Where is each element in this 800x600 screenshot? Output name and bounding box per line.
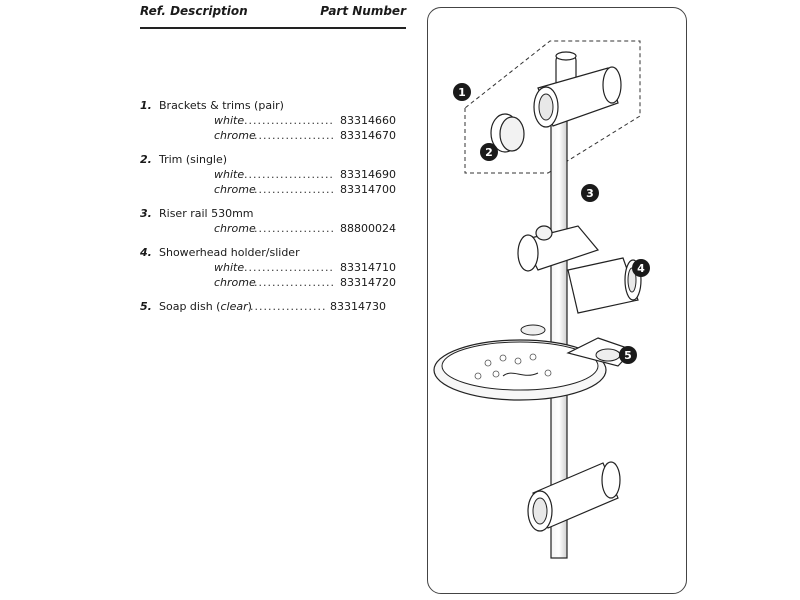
leader-dots: .......................... [254, 276, 334, 289]
part-number: 88800024 [340, 222, 396, 235]
part-number: 83314660 [340, 114, 396, 127]
part-ref: 3. [140, 207, 152, 220]
part-description: Soap dish (clear) [159, 300, 252, 313]
riser-rail-lower [550, 382, 568, 559]
callout-2-label: 2 [485, 146, 493, 159]
ref-description-heading: Ref. Description [140, 4, 248, 18]
part-ref: 5. [140, 300, 152, 313]
part-description: Riser rail 530mm [159, 207, 254, 220]
part-ref: 1. [140, 99, 152, 112]
leader-dots: ............................ [244, 114, 334, 127]
variant-name: white [214, 114, 245, 127]
bottom-bracket [527, 461, 621, 532]
variant-name: chrome [214, 129, 256, 142]
variant-name: chrome [214, 222, 256, 235]
part-description: Showerhead holder/slider [159, 246, 300, 259]
exploded-diagram-panel: 1 2 3 4 5 [427, 7, 687, 594]
soap-dish [433, 324, 635, 401]
header-divider [140, 27, 406, 29]
trim-cap [490, 113, 525, 153]
parts-list: 1. Brackets & trims (pair) white .......… [140, 98, 406, 323]
callout-4: 4 [632, 259, 650, 277]
part-item-5: 5. Soap dish (clear) ...................… [140, 299, 406, 314]
leader-dots: ............................ [244, 168, 334, 181]
top-bracket [533, 51, 622, 128]
part-number: 83314710 [340, 261, 396, 274]
part-ref: 4. [140, 246, 152, 259]
part-number: 83314690 [340, 168, 396, 181]
part-ref: 2. [140, 153, 152, 166]
callout-1-label: 1 [458, 86, 466, 99]
callout-4-label: 4 [637, 262, 645, 275]
part-number: 83314720 [340, 276, 396, 289]
variant-name: white [214, 168, 245, 181]
callout-3: 3 [581, 184, 599, 202]
exploded-view-outline [464, 40, 641, 174]
part-item-2: 2. Trim (single) white .................… [140, 152, 406, 197]
variant-name: white [214, 261, 245, 274]
variant-name: chrome [214, 276, 256, 289]
part-item-3: 3. Riser rail 530mm chrome .............… [140, 206, 406, 236]
showerhead-slider [517, 225, 642, 314]
part-description: Trim (single) [159, 153, 228, 166]
callout-2: 2 [480, 143, 498, 161]
callout-5: 5 [619, 346, 637, 364]
leader-dots: .......................... [254, 129, 334, 142]
riser-rail-diagram: 1 2 3 4 5 [433, 40, 650, 559]
part-number-heading: Part Number [320, 4, 406, 18]
callout-1: 1 [453, 83, 471, 101]
part-number: 83314670 [340, 129, 396, 142]
leader-dots: ............................ [244, 261, 334, 274]
part-number: 83314700 [340, 183, 396, 196]
callout-3-label: 3 [586, 187, 594, 200]
leader-dots: .......................... [254, 183, 334, 196]
part-number: 83314730 [330, 300, 386, 313]
part-description: Brackets & trims (pair) [159, 99, 284, 112]
parts-list-header: Ref. Description Part Number [140, 4, 406, 26]
part-item-4: 4. Showerhead holder/slider white ......… [140, 245, 406, 290]
leader-dots: .......................... [250, 300, 326, 313]
variant-name: chrome [214, 183, 256, 196]
leader-dots: .......................... [254, 222, 334, 235]
callout-5-label: 5 [624, 349, 632, 362]
part-item-1: 1. Brackets & trims (pair) white .......… [140, 98, 406, 143]
